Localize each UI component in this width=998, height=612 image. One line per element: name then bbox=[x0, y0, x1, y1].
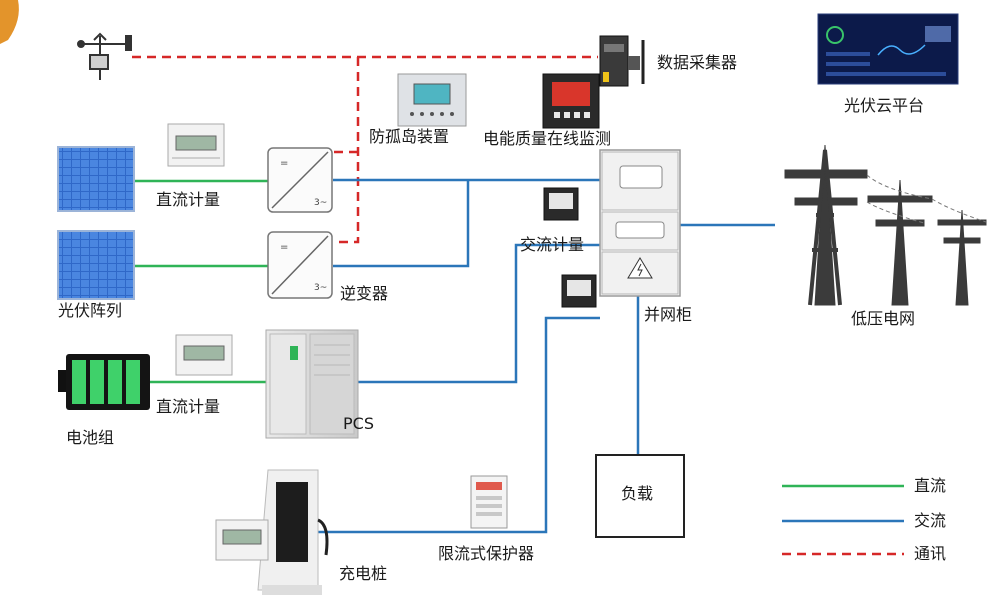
label-pv-array: 光伏阵列 bbox=[58, 301, 123, 320]
label-current-limiter: 限流式保护器 bbox=[438, 544, 535, 563]
dc-lines bbox=[134, 179, 268, 384]
solar-panel-icon bbox=[57, 146, 135, 212]
svg-text:3~: 3~ bbox=[314, 198, 327, 208]
legend-label-comm: 通讯 bbox=[914, 544, 947, 563]
label-ac-meter: 交流计量 bbox=[520, 235, 585, 254]
label-power-quality: 电能质量在线监测 bbox=[483, 129, 612, 148]
ac-lines bbox=[316, 178, 775, 534]
anti-islanding-device-icon bbox=[397, 73, 467, 127]
svg-text:3~: 3~ bbox=[314, 283, 327, 293]
pcs-cabinet-icon bbox=[265, 329, 359, 439]
ac-meter-icon bbox=[561, 274, 597, 308]
power-lines bbox=[866, 174, 987, 224]
charging-pile-icon bbox=[257, 469, 329, 595]
label-charging-pile: 充电桩 bbox=[339, 564, 388, 583]
legend-label-dc: 直流 bbox=[914, 476, 947, 495]
grid-cabinet-icon bbox=[599, 149, 681, 297]
label-cloud-platform: 光伏云平台 bbox=[844, 96, 925, 115]
transmission-tower-icon bbox=[784, 144, 987, 306]
label-inverter: 逆变器 bbox=[340, 284, 389, 303]
label-data-collector: 数据采集器 bbox=[657, 53, 738, 72]
load-box bbox=[595, 454, 685, 538]
power-quality-monitor-icon bbox=[542, 73, 600, 129]
current-limiter-icon bbox=[470, 475, 508, 529]
label-dc-meter-lower: 直流计量 bbox=[156, 397, 221, 416]
cloud-dashboard-icon bbox=[817, 13, 959, 85]
inverter-icon: = 3~ bbox=[267, 147, 333, 213]
label-battery: 电池组 bbox=[66, 428, 115, 447]
weather-station-icon bbox=[77, 32, 132, 80]
label-pcs: PCS bbox=[343, 414, 374, 433]
dc-meter-icon bbox=[175, 334, 233, 376]
label-load: 负载 bbox=[621, 484, 654, 503]
ac-meter-icon bbox=[543, 187, 579, 221]
svg-text:=: = bbox=[280, 242, 288, 253]
legend-label-ac: 交流 bbox=[914, 511, 947, 530]
svg-text:=: = bbox=[280, 158, 288, 169]
label-low-voltage-grid: 低压电网 bbox=[851, 309, 916, 328]
dc-meter-icon bbox=[215, 519, 269, 561]
label-anti-islanding: 防孤岛装置 bbox=[369, 127, 450, 146]
solar-panel-icon bbox=[57, 230, 135, 300]
inverter-icon: = 3~ bbox=[267, 231, 333, 299]
label-dc-meter-top: 直流计量 bbox=[156, 190, 221, 209]
dc-meter-icon bbox=[167, 123, 225, 167]
battery-icon bbox=[58, 354, 150, 410]
legend-lines bbox=[782, 484, 904, 556]
label-grid-cabinet: 并网柜 bbox=[644, 305, 693, 324]
corner-logo-icon bbox=[0, 0, 19, 44]
data-collector-icon bbox=[599, 35, 645, 87]
